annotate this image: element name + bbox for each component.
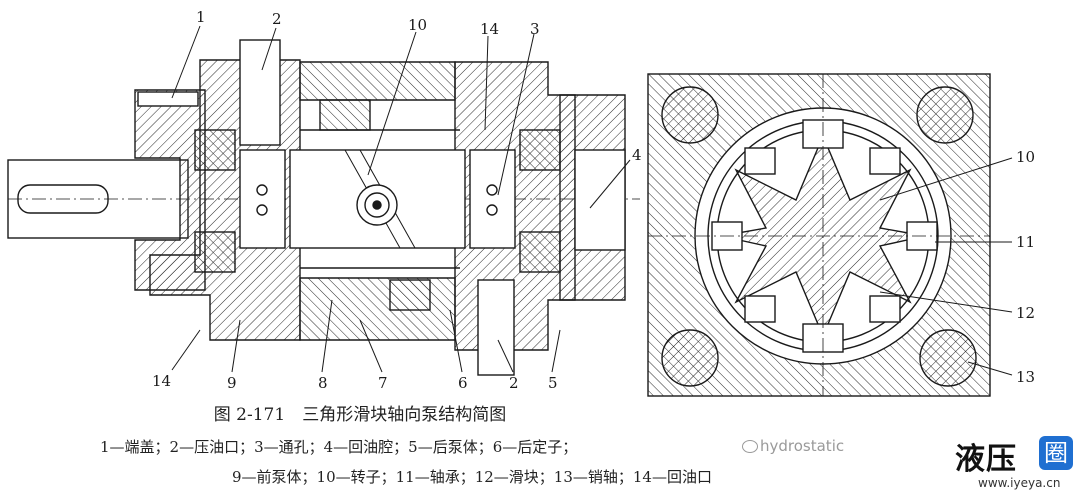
label-3: 3 [530,20,540,38]
label-11: 11 [1016,233,1035,251]
figure-caption: 图 2-171 三角形滑块轴向泵结构简图 [213,405,507,425]
legend-line-2: 9—前泵体；10—转子；11—轴承；12—滑块；13—销轴；14—回油口 [232,468,712,486]
label-9: 9 [227,374,237,392]
label-12: 12 [1016,304,1035,322]
pressure-port-bottom [477,279,515,376]
label-7: 7 [378,374,388,392]
pin-hole-tr [916,86,974,144]
brand-name: 液压 [955,442,1017,477]
legend-line-1: 1—端盖；2—压油口；3—通孔；4—回油腔；5—后泵体；6—后定子； [100,438,578,456]
label-13: 13 [1016,368,1035,386]
label-2-top: 2 [272,10,282,28]
brand-logo: 液压 圈 [955,434,1075,477]
brand-box: 圈 [1039,436,1073,470]
pin-hole-bl [661,329,719,387]
rear-port-plate [469,149,516,249]
pressure-port-top [239,39,281,146]
label-10-left: 10 [408,16,427,34]
label-5: 5 [548,374,558,392]
label-8: 8 [318,374,328,392]
upper-slider [319,99,371,131]
right-leader-lines [879,157,1013,376]
lower-slider [389,279,431,311]
front-port-plate [239,149,286,249]
pin-hole-tl [661,86,719,144]
label-6: 6 [458,374,468,392]
label-2-bottom: 2 [509,374,519,392]
wechat-icon [742,440,758,453]
slider-set [711,119,938,353]
central-housing [299,61,456,101]
watermark-text: hydrostatic [760,437,845,455]
front-bearing [194,129,236,171]
cover-bolt [137,91,199,107]
left-leader-lines [171,25,631,373]
rear-bearing [519,129,561,171]
label-10-right: 10 [1016,148,1035,166]
brand-url: www.iyeya.cn [978,476,1061,490]
pin-hole-br [919,329,977,387]
label-14-bottom: 14 [152,372,171,390]
axial-section-view [7,39,640,376]
label-14-top: 14 [480,20,499,38]
shaft-key [17,184,109,214]
label-4: 4 [632,146,642,164]
cross-section-view [647,73,991,397]
return-chamber [574,149,626,251]
label-1: 1 [196,8,206,26]
front-stator [299,277,456,341]
